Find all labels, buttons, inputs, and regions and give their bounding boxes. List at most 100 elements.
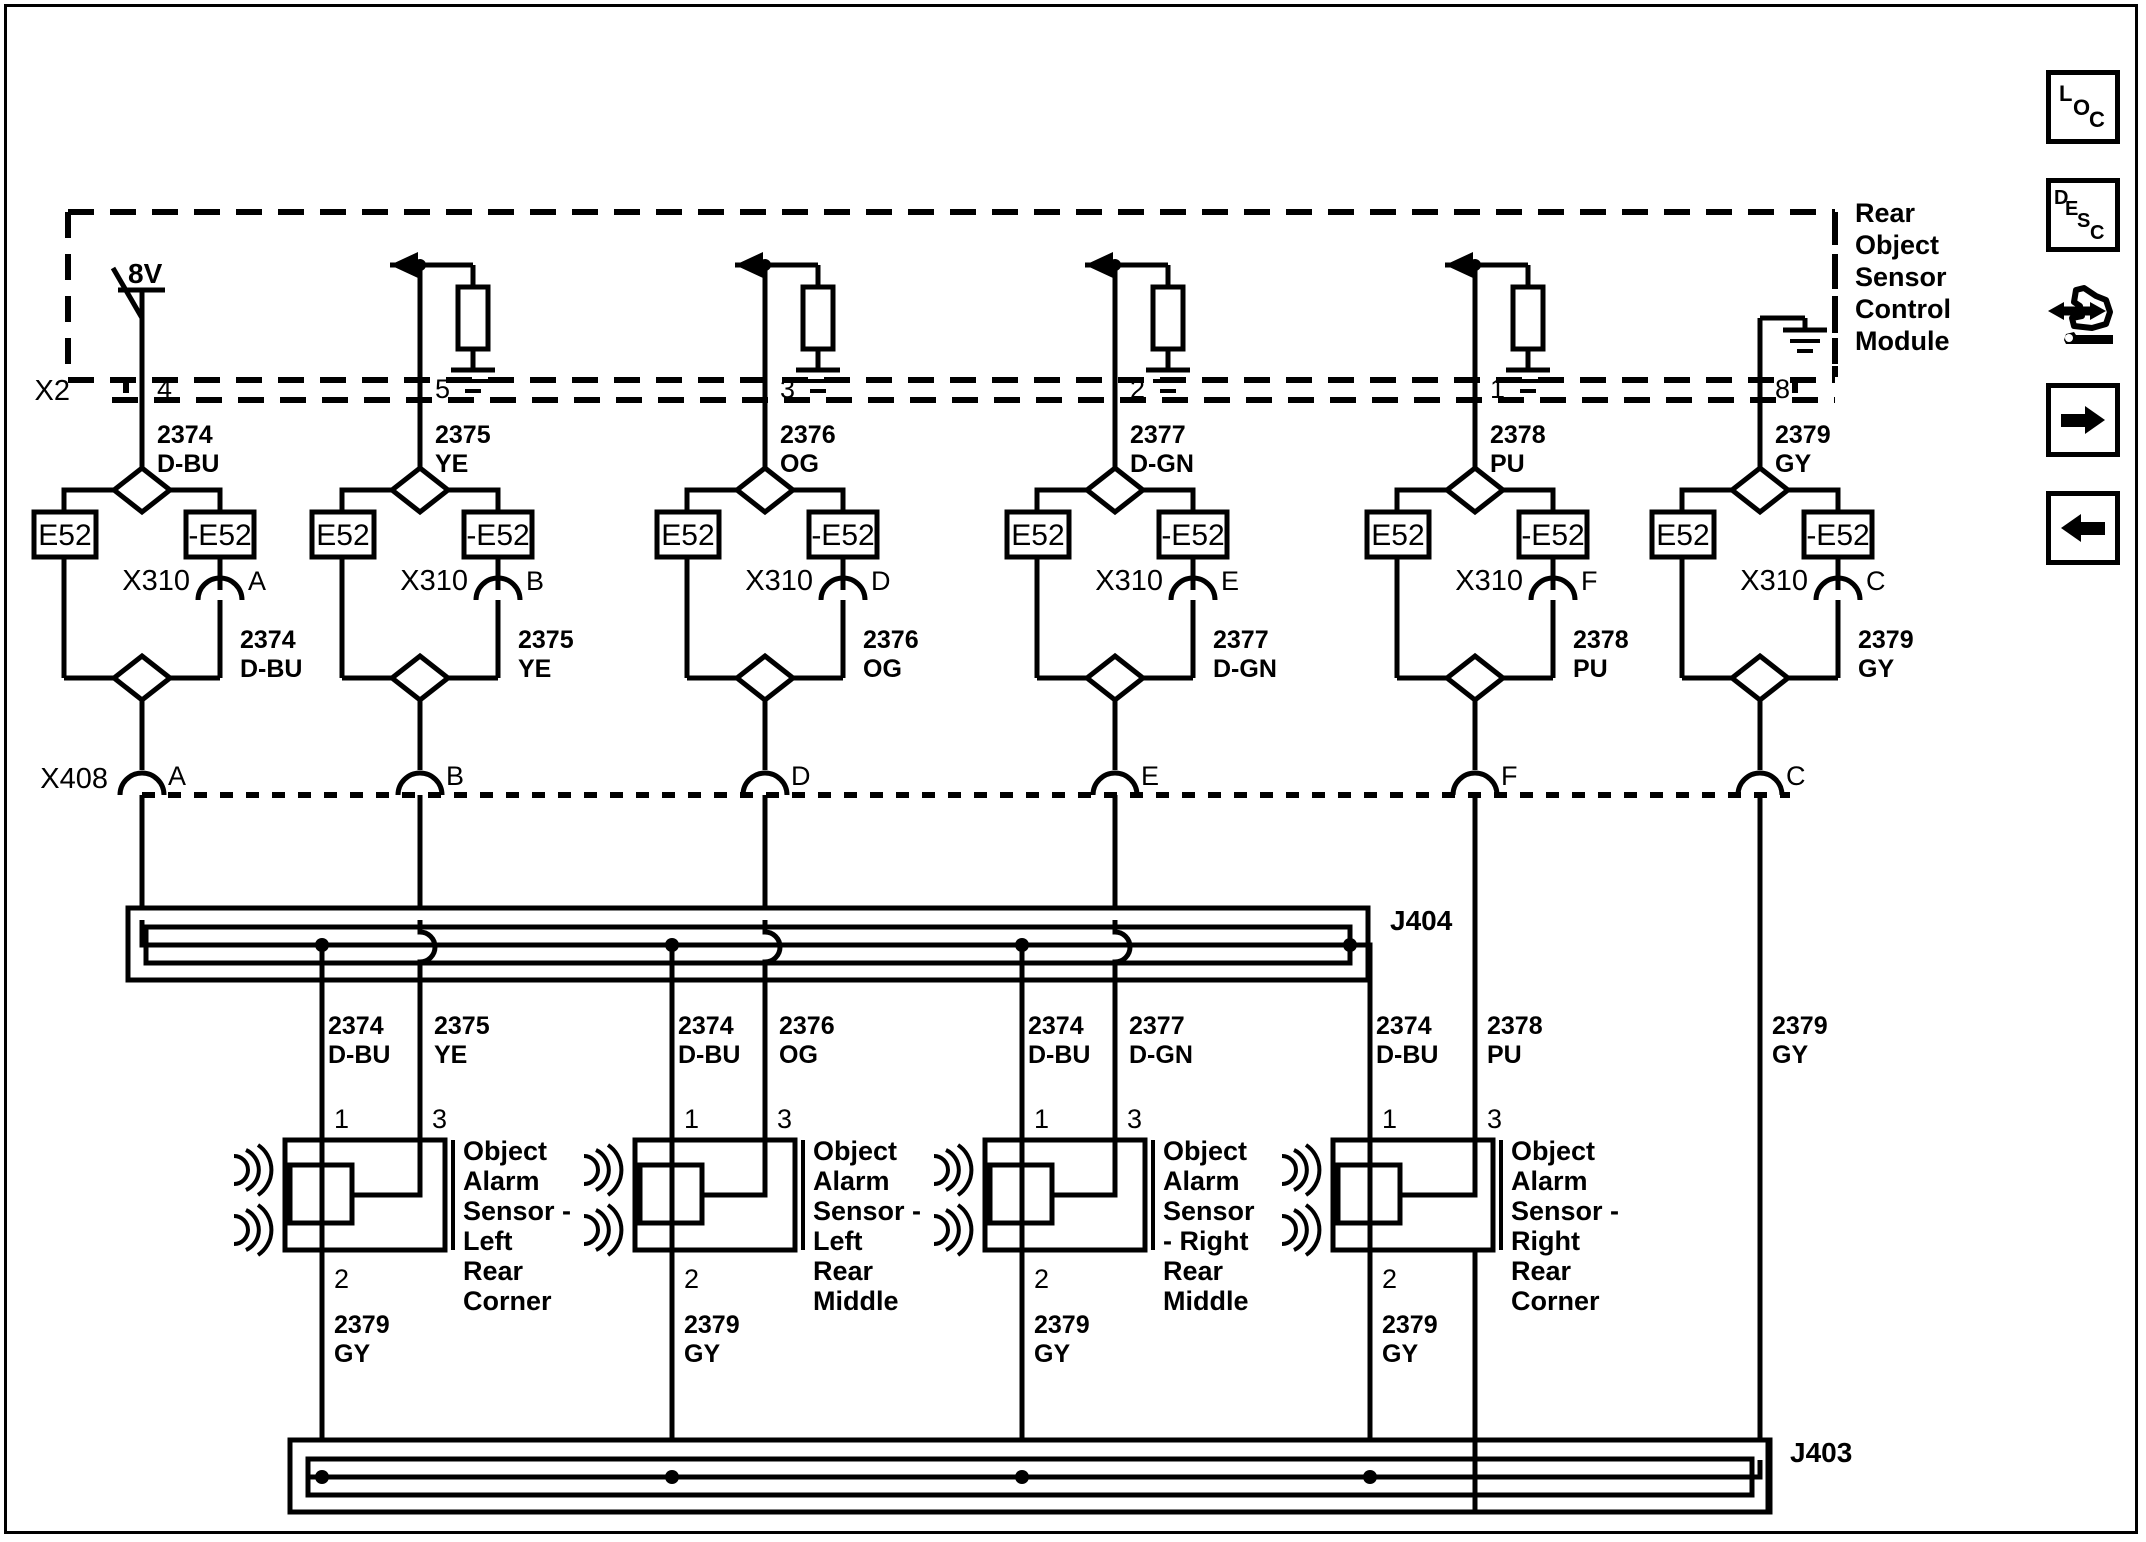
x310-wire-number-0: 2374 xyxy=(240,626,296,654)
sensor-3-gnd-number: 2379 xyxy=(1034,1311,1090,1339)
diagnostic-hand-wrench-icon xyxy=(2048,285,2113,344)
x408-pin-label-3: E xyxy=(1141,761,1159,791)
sensor-2-desc-1: Alarm xyxy=(813,1166,890,1196)
connector-x408-row xyxy=(117,770,1790,1460)
sensor-2-desc-5: Middle xyxy=(813,1286,899,1316)
connector-x310-pin-1: B xyxy=(526,566,544,596)
sensor-4-desc-3: Right xyxy=(1511,1226,1580,1256)
splice-box-left-4: E52 xyxy=(1371,519,1424,552)
x310-wire-color-3: D-GN xyxy=(1213,655,1277,683)
connector-x408-label: X408 xyxy=(40,763,108,795)
sensor-4-sonar-icon xyxy=(1281,1143,1322,1257)
sensor-1-desc-5: Corner xyxy=(463,1286,552,1316)
module-pin-number-2: 3 xyxy=(780,374,795,404)
module-outline xyxy=(65,209,1838,383)
sensor-2-gnd-color: GY xyxy=(684,1340,720,1368)
sensor-4-pin-right: 3 xyxy=(1487,1104,1502,1134)
diagnostic-tool-button[interactable] xyxy=(2040,278,2130,368)
x408-pin-B xyxy=(395,770,445,920)
splice-box-left-2: E52 xyxy=(661,519,714,552)
module-pin-1-circuit xyxy=(1445,252,1550,490)
connector-x310-pin-5: C xyxy=(1866,566,1886,596)
top-wire-number-3: 2377 xyxy=(1130,421,1186,449)
x408-pin-label-0: A xyxy=(168,761,186,791)
x310-wire-number-2: 2376 xyxy=(863,626,919,654)
splice-group-1 xyxy=(31,464,257,770)
mid-wire-color-4: D-BU xyxy=(1028,1041,1091,1069)
top-wire-color-3: D-GN xyxy=(1130,450,1194,478)
x408-pin-A xyxy=(117,770,167,920)
connector-x310-pin-0: A xyxy=(248,566,266,596)
loc-button[interactable]: L O C xyxy=(2046,70,2120,144)
sensor-4 xyxy=(1281,1137,1503,1450)
desc-button[interactable]: D E S C xyxy=(2046,178,2120,252)
x408-pin-C xyxy=(1735,770,1785,1460)
mid-wire-number-1: 2375 xyxy=(434,1012,490,1040)
mid-wire-color-2: D-BU xyxy=(678,1041,741,1069)
mid-wire-color-1: YE xyxy=(434,1041,467,1069)
desc-icon: D E S C xyxy=(2054,187,2104,244)
splice-group-4 xyxy=(1004,464,1230,770)
x310-wire-color-5: GY xyxy=(1858,655,1894,683)
top-wire-color-5: GY xyxy=(1775,450,1811,478)
mid-wire-color-3: OG xyxy=(779,1041,818,1069)
splice-box-right-2: -E52 xyxy=(811,519,874,552)
sensor-4-desc-0: Object xyxy=(1511,1136,1595,1166)
sensor-3-pin-right: 3 xyxy=(1127,1104,1142,1134)
x408-pin-D xyxy=(740,770,790,920)
module-pin-number-4: 1 xyxy=(1490,374,1505,404)
mid-wire-color-6: D-BU xyxy=(1376,1041,1439,1069)
x310-wire-color-2: OG xyxy=(863,655,902,683)
x310-wire-color-1: YE xyxy=(518,655,551,683)
sensor-4-pin-left: 1 xyxy=(1382,1104,1397,1134)
x310-wire-number-3: 2377 xyxy=(1213,626,1269,654)
sensor-4-desc-4: Rear xyxy=(1511,1256,1572,1286)
module-pin-number-1: 5 xyxy=(435,374,450,404)
mid-wire-color-0: D-BU xyxy=(328,1041,391,1069)
next-page-button[interactable] xyxy=(2046,383,2120,457)
sensor-3-sonar-icon xyxy=(933,1143,974,1257)
sensor-3-pin-bottom: 2 xyxy=(1034,1264,1049,1294)
loc-icon: L O C xyxy=(2059,81,2105,132)
sensor-1-pin-right: 3 xyxy=(432,1104,447,1134)
connector-x310-label-2: X310 xyxy=(745,565,813,597)
desc-letter-2: S xyxy=(2077,210,2090,232)
module-pin-4-circuit xyxy=(110,266,165,490)
connector-x310-label-1: X310 xyxy=(400,565,468,597)
module-pin-number-5: 8 xyxy=(1775,374,1790,404)
splice-group-2 xyxy=(309,464,535,770)
x408-pin-label-2: D xyxy=(791,761,811,791)
sensor-3-desc-0: Object xyxy=(1163,1136,1247,1166)
x310-wire-number-4: 2378 xyxy=(1573,626,1629,654)
sensor-2-desc-0: Object xyxy=(813,1136,897,1166)
module-label-line-1: Object xyxy=(1855,230,1939,260)
sensor-3-desc-2: Sensor xyxy=(1163,1196,1255,1226)
sensor-1-desc-1: Alarm xyxy=(463,1166,540,1196)
sensor-3-desc-1: Alarm xyxy=(1163,1166,1240,1196)
sensor-3-gnd-color: GY xyxy=(1034,1340,1070,1368)
sensor-2-desc-3: Left xyxy=(813,1226,863,1256)
harness-j403-label: J403 xyxy=(1790,1437,1852,1468)
previous-page-button[interactable] xyxy=(2046,491,2120,565)
sensor-2 xyxy=(583,1137,805,1450)
sensor-3-desc-4: Rear xyxy=(1163,1256,1224,1286)
top-wire-color-2: OG xyxy=(780,450,819,478)
sensor-1-pin-left: 1 xyxy=(334,1104,349,1134)
x310-wire-number-1: 2375 xyxy=(518,626,574,654)
mid-wire-number-4: 2374 xyxy=(1028,1012,1084,1040)
sensor-2-pin-bottom: 2 xyxy=(684,1264,699,1294)
sensor-1-gnd-color: GY xyxy=(334,1340,370,1368)
sensor-1 xyxy=(233,1137,455,1450)
sensor-4-desc-5: Corner xyxy=(1511,1286,1600,1316)
mid-wire-color-8: GY xyxy=(1772,1041,1808,1069)
sensor-4-description: Object Alarm Sensor - Right Rear Corner xyxy=(1511,1136,1619,1316)
x408-pin-label-5: C xyxy=(1786,761,1806,791)
splice-group-3 xyxy=(654,464,880,770)
top-wire-color-1: YE xyxy=(435,450,468,478)
loc-letter-1: O xyxy=(2073,95,2090,120)
sensor-2-desc-4: Rear xyxy=(813,1256,874,1286)
sensor-1-desc-3: Left xyxy=(463,1226,513,1256)
arrow-left-icon xyxy=(2061,514,2105,542)
top-wire-color-4: PU xyxy=(1490,450,1525,478)
splice-box-left-1: E52 xyxy=(316,519,369,552)
